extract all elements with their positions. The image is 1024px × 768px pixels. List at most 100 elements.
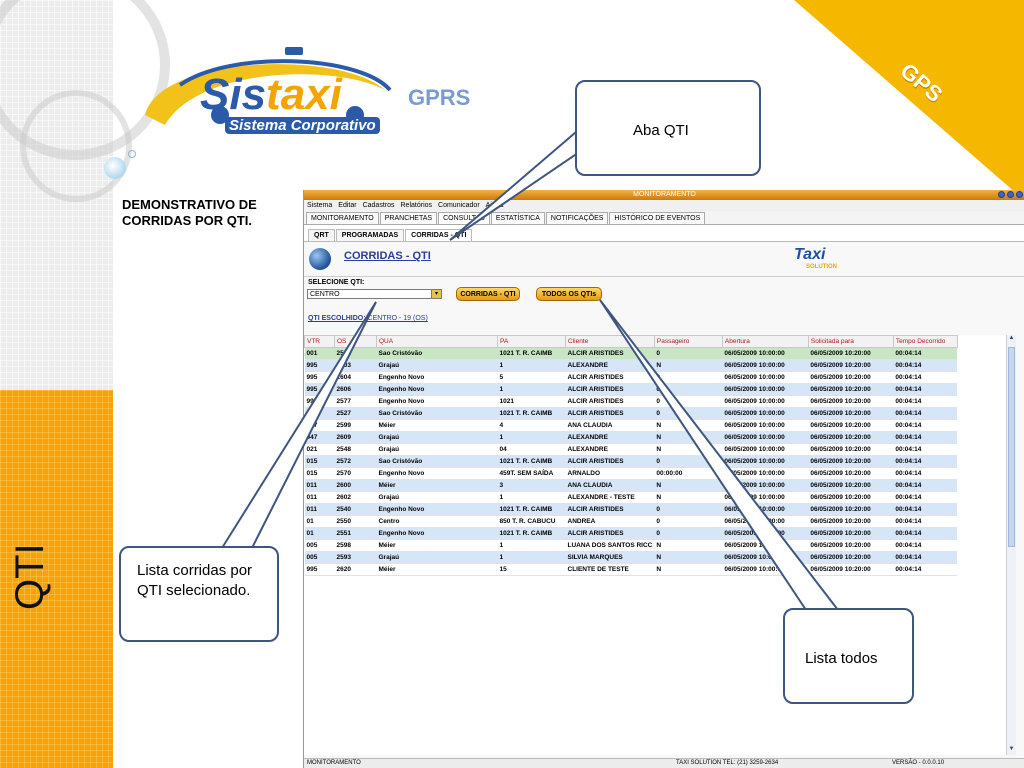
scroll-thumb[interactable] xyxy=(1008,347,1015,547)
table-cell: Méier xyxy=(376,539,498,552)
tab-monitoramento[interactable]: MONITORAMENTO xyxy=(306,212,379,224)
table-cell: 1021 T. R. CAIMB xyxy=(497,347,566,360)
table-cell: ANA CLAUDIA xyxy=(565,479,655,492)
decor-bubble xyxy=(104,157,126,179)
qti-select[interactable]: CENTRO ▾ xyxy=(307,289,442,299)
column-header[interactable]: Tempo Decorrido xyxy=(892,335,958,348)
table-cell: Engenho Novo xyxy=(376,527,498,540)
table-cell: N xyxy=(654,359,723,372)
table-cell: 00:04:14 xyxy=(893,359,958,372)
table-cell: 00:04:14 xyxy=(893,419,958,432)
table-cell: 06/05/2009 10:20:00 xyxy=(808,359,894,372)
table-cell: 00:04:14 xyxy=(893,551,958,564)
table-row[interactable]: 9952603Grajaú1ALEXANDREN06/05/2009 10:00… xyxy=(304,359,958,372)
menu-cadastros[interactable]: Cadastros xyxy=(362,202,395,209)
table-cell: 2604 xyxy=(334,371,377,384)
close-button[interactable] xyxy=(1016,191,1023,198)
table-cell: 01 xyxy=(304,527,335,540)
table-cell: 00:04:14 xyxy=(893,467,958,480)
tab-notificacoes[interactable]: NOTIFICAÇÕES xyxy=(545,212,609,224)
table-cell: 06/05/2009 10:00:00 xyxy=(722,419,809,432)
table-cell: 06/05/2009 10:20:00 xyxy=(808,347,894,360)
scroll-up-icon[interactable]: ▲ xyxy=(1008,335,1015,341)
callout-aba-text: Aba QTI xyxy=(633,122,689,139)
table-cell: CLIENTE DE TESTE xyxy=(565,563,655,576)
slide-heading: DEMONSTRATIVO DE CORRIDAS POR QTI. xyxy=(122,197,257,228)
menu-relatorios[interactable]: Relatórios xyxy=(400,202,433,209)
table-cell: 06/05/2009 10:20:00 xyxy=(808,479,894,492)
corridas-qti-button[interactable]: CORRIDAS - QTI xyxy=(456,287,520,301)
column-header[interactable]: Passageiro xyxy=(653,335,723,348)
table-cell: ALEXANDRE xyxy=(565,359,655,372)
table-cell: 015 xyxy=(304,467,335,480)
table-cell: 00:00:00 xyxy=(654,467,723,480)
table-cell: Engenho Novo xyxy=(376,503,498,516)
table-cell: 2602 xyxy=(334,491,377,504)
column-header[interactable]: PA xyxy=(497,335,566,348)
logo-text-taxi: taxi xyxy=(266,70,342,119)
table-cell: 06/05/2009 10:20:00 xyxy=(808,383,894,396)
column-header[interactable]: VTR xyxy=(304,335,335,348)
table-cell: 00:04:14 xyxy=(893,563,958,576)
table-cell: Centro xyxy=(376,515,498,528)
table-cell: 06/05/2009 10:00:00 xyxy=(722,455,809,468)
vertical-scrollbar[interactable]: ▲ ▼ xyxy=(1006,335,1016,755)
table-cell: 06/05/2009 10:20:00 xyxy=(808,563,894,576)
table-cell: 1021 T. R. CAIMB xyxy=(497,455,566,468)
subtab-qrt[interactable]: QRT xyxy=(308,229,335,241)
table-cell: 1 xyxy=(497,359,566,372)
subtab-corridas-qti[interactable]: CORRIDAS - QTI xyxy=(405,229,473,241)
table-cell: 06/05/2009 10:00:00 xyxy=(722,467,809,480)
table-cell: ANA CLAUDIA xyxy=(565,419,655,432)
table-cell: ALCIR ARISTIDES xyxy=(565,407,655,420)
chosen-qti: QTI ESCOLHIDO: CENTRO - 19 (OS) xyxy=(308,315,428,322)
table-cell: 00:04:14 xyxy=(893,479,958,492)
content-panel: CORRIDAS - QTI Taxi SOLUTION SELECIONE Q… xyxy=(304,242,1024,768)
table-cell: 2570 xyxy=(334,467,377,480)
subtab-programadas[interactable]: PROGRAMADAS xyxy=(335,229,405,241)
decor-bubble-small xyxy=(128,150,136,158)
table-cell: ALEXANDRE xyxy=(565,431,655,444)
todos-qtis-button[interactable]: TODOS OS QTIs xyxy=(536,287,602,301)
scroll-down-icon[interactable]: ▼ xyxy=(1008,746,1015,752)
menu-comunicador[interactable]: Comunicador xyxy=(438,202,480,209)
table-cell: ALCIR ARISTIDES xyxy=(565,455,655,468)
dropdown-arrow-icon[interactable]: ▾ xyxy=(431,290,441,298)
column-header[interactable]: Abertura xyxy=(721,335,809,348)
tab-pranchetas[interactable]: PRANCHETAS xyxy=(379,212,438,224)
chosen-qti-value: CENTRO - 19 (OS) xyxy=(367,315,428,322)
table-cell: 0 xyxy=(654,515,723,528)
table-cell: 00:04:14 xyxy=(893,491,958,504)
tab-historico[interactable]: HISTÓRICO DE EVENTOS xyxy=(609,212,706,224)
column-header[interactable]: QUA xyxy=(376,335,498,348)
table-cell: 06/05/2009 10:20:00 xyxy=(808,551,894,564)
tab-estatistica[interactable]: ESTATÍSTICA xyxy=(490,212,545,224)
table-cell: 00:04:14 xyxy=(893,431,958,444)
menu-sistema[interactable]: Sistema xyxy=(307,202,333,209)
minimize-button[interactable] xyxy=(998,191,1005,198)
table-cell: 011 xyxy=(304,503,335,516)
table-cell: 015 xyxy=(304,455,335,468)
table-cell: 2527 xyxy=(334,407,377,420)
menu-editar[interactable]: Editar xyxy=(338,202,357,209)
table-cell: 00:04:14 xyxy=(893,503,958,516)
table-cell: 1 xyxy=(497,431,566,444)
table-cell: 06/05/2009 10:20:00 xyxy=(808,419,894,432)
maximize-button[interactable] xyxy=(1007,191,1014,198)
status-version: VERSÃO - 0.0.0.10 xyxy=(892,760,945,766)
